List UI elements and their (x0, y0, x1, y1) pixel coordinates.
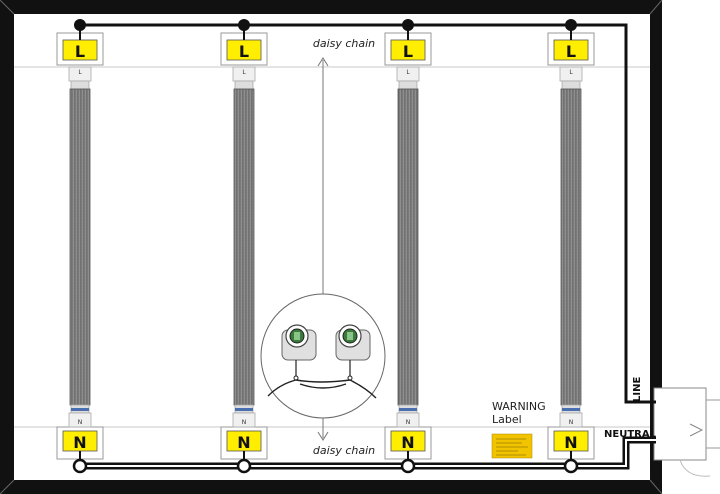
lamp-4-bottom-socket-label: N (564, 433, 577, 452)
lamp-1-tube: LN (68, 66, 92, 428)
lamp-3-tube: LN (396, 66, 420, 428)
lamp-2-top-socket-label: L (239, 42, 249, 61)
lamp-4-top-socket-label: L (566, 42, 576, 61)
lamp-4-tube: LN (559, 66, 583, 428)
lamp-1-bottom-socket-label: N (73, 433, 86, 452)
lamp-1-top-socket-label: L (75, 42, 85, 61)
line-wire-label: LINE (632, 377, 643, 402)
lamp-4-line-node (565, 19, 577, 31)
connector-left (281, 324, 317, 361)
neutral-wire (80, 436, 656, 470)
daisy-chain-label-bottom: daisy chain (313, 444, 375, 457)
lamp-3-tube-bottom-pin-label: N (406, 419, 411, 426)
lamp-2-tube-bottom-pin-label: N (242, 419, 247, 426)
lamp-1-tube-top-pin-label: L (78, 69, 82, 76)
lamp-3-line-node (402, 19, 414, 31)
fixture-frame (0, 0, 663, 494)
lamp-3-neutral-node (400, 458, 416, 474)
lamp-2-bottom-socket-label: N (237, 433, 250, 452)
lamp-2-neutral-node (236, 458, 252, 474)
lamp-3-top-socket-label: L (403, 42, 413, 61)
lamp-4-tube-top-pin-label: L (569, 69, 573, 76)
warning-label-title: WARNING (492, 400, 546, 413)
lamp-4-neutral-node (563, 458, 579, 474)
lamp-2-bottom-socket: N (220, 426, 268, 460)
lamp-1-line-node (74, 19, 86, 31)
junction-box (653, 387, 720, 477)
warning-label-sticker (491, 433, 533, 459)
connector-detail-inset (260, 293, 386, 419)
lamp-4-bottom-socket: N (547, 426, 595, 460)
lamp-1-top-socket: L (56, 32, 104, 66)
connector-right (335, 324, 371, 361)
lamp-3-tube-top-pin-label: L (406, 69, 410, 76)
neutral-wire-label: NEUTRAL (604, 429, 657, 440)
lamp-2-tube-top-pin-label: L (242, 69, 246, 76)
warning-label-subtitle: Label (492, 413, 522, 426)
lamp-1-neutral-node (72, 458, 88, 474)
lamp-2-line-node (238, 19, 250, 31)
lamp-3-bottom-socket-label: N (401, 433, 414, 452)
lamp-2-top-socket: L (220, 32, 268, 66)
socket-rails (14, 66, 650, 428)
lamp-1-tube-bottom-pin-label: N (78, 419, 83, 426)
lamp-2-tube: LN (232, 66, 256, 428)
line-wire (80, 23, 656, 404)
lamp-4-tube-bottom-pin-label: N (569, 419, 574, 426)
daisy-chain-label-top: daisy chain (313, 37, 375, 50)
